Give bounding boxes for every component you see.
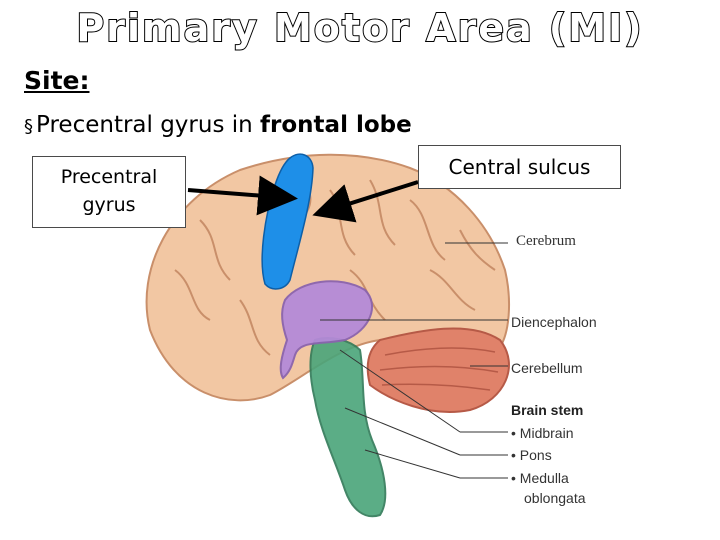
label-cerebellum: Cerebellum <box>511 360 583 376</box>
site-bullet: §Precentral gyrus in frontal lobe <box>24 112 412 138</box>
precentral-callout-line1: Precentral <box>60 166 158 188</box>
bullet-text: Precentral gyrus in <box>36 112 261 138</box>
precentral-arrow <box>187 175 298 216</box>
label-midbrain: • Midbrain <box>511 425 574 441</box>
cerebellum-folia <box>379 347 499 391</box>
label-midbrain-text: Midbrain <box>519 425 574 441</box>
site-heading: Site: <box>24 66 90 95</box>
label-bullet: • <box>511 425 516 441</box>
label-bullet: • <box>511 447 516 463</box>
label-medulla-text: Medulla <box>519 470 569 486</box>
label-pons-text: Pons <box>519 447 552 463</box>
leader-lines <box>320 242 508 479</box>
label-oblongata: oblongata <box>524 490 586 506</box>
label-brain-stem: Brain stem <box>511 402 584 418</box>
central-sulcus-callout: Central sulcus <box>418 145 621 189</box>
label-bullet: • <box>511 470 516 486</box>
bullet-marker: § <box>24 116 33 137</box>
bullet-bold-text: frontal lobe <box>260 112 412 138</box>
slide-title: Primary Motor Area (MI) <box>75 5 644 51</box>
label-pons: • Pons <box>511 447 552 463</box>
label-diencephalon: Diencephalon <box>511 314 597 330</box>
brain-stem-shape <box>309 337 387 518</box>
precentral-callout-line2: gyrus <box>82 194 136 216</box>
diencephalon-shape <box>279 280 374 380</box>
label-cerebrum: Cerebrum <box>516 233 576 249</box>
precentral-callout: Precentral gyrus <box>32 156 186 228</box>
label-medulla: • Medulla <box>511 470 569 486</box>
central-sulcus-arrow <box>312 180 419 223</box>
